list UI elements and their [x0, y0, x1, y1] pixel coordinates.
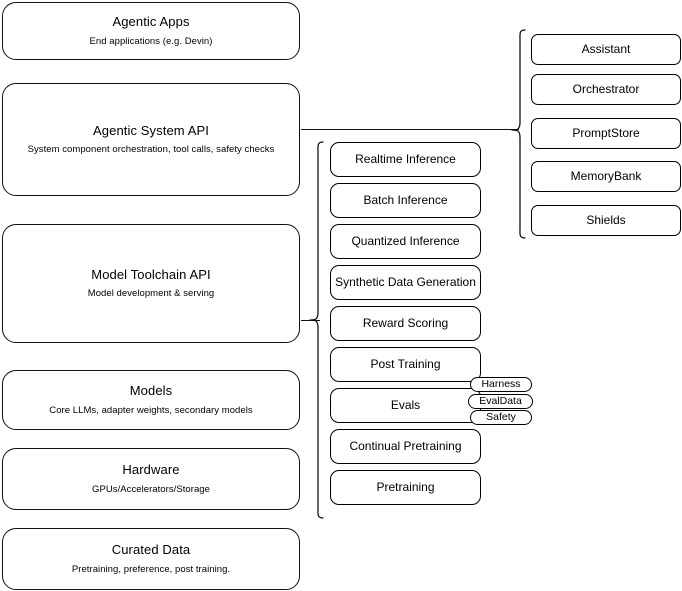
system-box-memorybank[interactable]: MemoryBank — [531, 161, 681, 192]
layer-subtitle: Pretraining, preference, post training. — [71, 563, 231, 575]
toolchain-box-post-training[interactable]: Post Training — [330, 347, 481, 382]
layer-box-hardware[interactable]: Hardware GPUs/Accelerators/Storage — [2, 448, 300, 510]
layer-title: Agentic Apps — [112, 14, 190, 30]
system-label: MemoryBank — [570, 169, 642, 183]
layer-box-agentic-apps[interactable]: Agentic Apps End applications (e.g. Devi… — [2, 2, 300, 60]
layer-title: Models — [129, 383, 173, 399]
layer-box-curated-data[interactable]: Curated Data Pretraining, preference, po… — [2, 528, 300, 590]
layer-title: Agentic System API — [93, 122, 209, 138]
layer-subtitle: Core LLMs, adapter weights, secondary mo… — [49, 404, 253, 416]
toolchain-box-pretraining[interactable]: Pretraining — [330, 470, 481, 505]
toolchain-label: Realtime Inference — [355, 152, 456, 166]
layer-box-agentic-system-api[interactable]: Agentic System API System component orch… — [2, 83, 300, 196]
system-box-promptstore[interactable]: PromptStore — [531, 118, 681, 149]
system-label: Orchestrator — [572, 82, 640, 96]
toolchain-box-batch-inference[interactable]: Batch Inference — [330, 183, 481, 218]
toolchain-box-synthetic-data-generation[interactable]: Synthetic Data Generation — [330, 265, 481, 300]
system-label: PromptStore — [572, 126, 640, 140]
toolchain-label: Batch Inference — [363, 193, 448, 207]
system-label: Assistant — [581, 42, 631, 56]
brace-system-components — [511, 29, 526, 239]
layer-title: Model Toolchain API — [91, 266, 211, 282]
toolchain-label: Continual Pretraining — [349, 439, 462, 453]
toolchain-box-continual-pretraining[interactable]: Continual Pretraining — [330, 429, 481, 464]
toolchain-box-evals[interactable]: Evals — [330, 388, 481, 423]
toolchain-box-reward-scoring[interactable]: Reward Scoring — [330, 306, 481, 341]
toolchain-box-quantized-inference[interactable]: Quantized Inference — [330, 224, 481, 259]
system-box-shields[interactable]: Shields — [531, 205, 681, 236]
toolchain-label: Quantized Inference — [351, 234, 460, 248]
toolchain-box-realtime-inference[interactable]: Realtime Inference — [330, 142, 481, 177]
toolchain-label: Synthetic Data Generation — [335, 275, 476, 289]
eval-pill-label: EvalData — [479, 395, 522, 408]
eval-pill-harness[interactable]: Harness — [470, 377, 532, 392]
system-label: Shields — [586, 213, 626, 227]
toolchain-label: Reward Scoring — [362, 316, 449, 330]
layer-subtitle: Model development & serving — [87, 288, 215, 300]
toolchain-label: Post Training — [370, 357, 441, 371]
eval-pill-label: Harness — [481, 378, 521, 391]
eval-pill-evaldata[interactable]: EvalData — [468, 394, 533, 409]
connector-agentic-system-api-to-system-components — [301, 129, 519, 130]
layer-box-models[interactable]: Models Core LLMs, adapter weights, secon… — [2, 370, 300, 430]
eval-pill-label: Safety — [486, 411, 516, 424]
brace-toolchain-components — [309, 141, 324, 519]
layer-subtitle: GPUs/Accelerators/Storage — [92, 483, 210, 495]
layer-subtitle: System component orchestration, tool cal… — [27, 144, 275, 156]
layer-title: Hardware — [122, 462, 180, 478]
layer-title: Curated Data — [111, 542, 191, 558]
system-box-assistant[interactable]: Assistant — [531, 34, 681, 65]
toolchain-label: Pretraining — [376, 480, 435, 494]
layer-box-model-toolchain-api[interactable]: Model Toolchain API Model development & … — [2, 224, 300, 343]
toolchain-label: Evals — [390, 398, 421, 412]
layer-subtitle: End applications (e.g. Devin) — [89, 35, 213, 47]
system-box-orchestrator[interactable]: Orchestrator — [531, 74, 681, 105]
eval-pill-safety[interactable]: Safety — [470, 410, 532, 425]
